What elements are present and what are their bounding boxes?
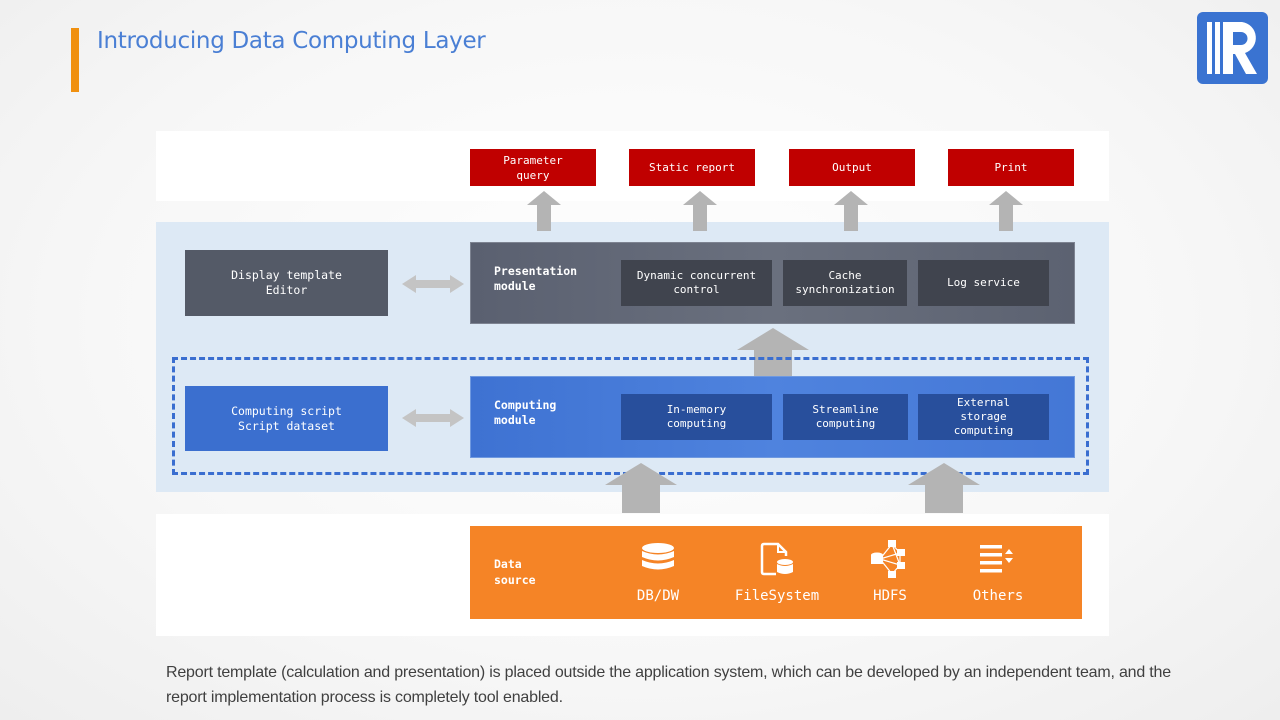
up-arrow-icon	[527, 191, 561, 231]
dynamic-concurrent-control: Dynamic concurrent control	[621, 260, 772, 306]
slide-caption: Report template (calculation and present…	[166, 664, 1171, 706]
brand-logo	[1197, 12, 1268, 84]
in-memory-computing: In-memory computing	[621, 394, 772, 440]
up-arrow-icon	[834, 191, 868, 231]
network-nodes-icon	[871, 540, 905, 578]
page-title: Introducing Data Computing Layer	[97, 28, 486, 54]
double-arrow-icon	[402, 409, 464, 427]
display-template-editor: Display template Editor	[185, 250, 388, 316]
up-arrow-icon	[683, 191, 717, 231]
up-arrow-icon	[908, 463, 980, 513]
output-print: Print	[948, 149, 1074, 186]
output-output: Output	[789, 149, 915, 186]
data-source-others: Others	[938, 540, 1058, 604]
data-source-name: FileSystem	[734, 588, 820, 604]
up-arrow-icon	[605, 463, 677, 513]
log-service: Log service	[918, 260, 1049, 306]
computing-module-label: Computing module	[494, 398, 557, 427]
file-database-icon	[760, 542, 793, 576]
data-source-name: DB/DW	[636, 588, 680, 604]
computing-module: Computing module In-memory computing Str…	[470, 376, 1075, 458]
data-source-name: Others	[972, 588, 1024, 604]
list-sort-icon	[980, 545, 1013, 573]
output-static-report: Static report	[629, 149, 755, 186]
title-accent-bar	[71, 28, 79, 92]
database-icon	[642, 543, 674, 570]
presentation-module: Presentation module Dynamic concurrent c…	[470, 242, 1075, 324]
data-source-name: HDFS	[873, 588, 907, 604]
presentation-module-label: Presentation module	[494, 264, 578, 293]
up-arrow-icon	[737, 328, 809, 378]
double-arrow-icon	[402, 275, 464, 293]
data-source-db-dw: DB/DW	[598, 540, 718, 604]
r-logo-icon	[1207, 22, 1257, 74]
data-source-hdfs: HDFS	[830, 540, 950, 604]
up-arrow-icon	[989, 191, 1023, 231]
external-storage-computing: External storage computing	[918, 394, 1049, 440]
output-parameter-query: Parameter query	[470, 149, 596, 186]
data-source-panel: Data source DB/DW FileSystem	[470, 526, 1082, 619]
cache-synchronization: Cache synchronization	[783, 260, 907, 306]
data-source-label: Data source	[494, 557, 536, 587]
streamline-computing: Streamline computing	[783, 394, 908, 440]
data-source-filesystem: FileSystem	[717, 540, 837, 604]
computing-script-editor: Computing script Script dataset	[185, 386, 388, 451]
